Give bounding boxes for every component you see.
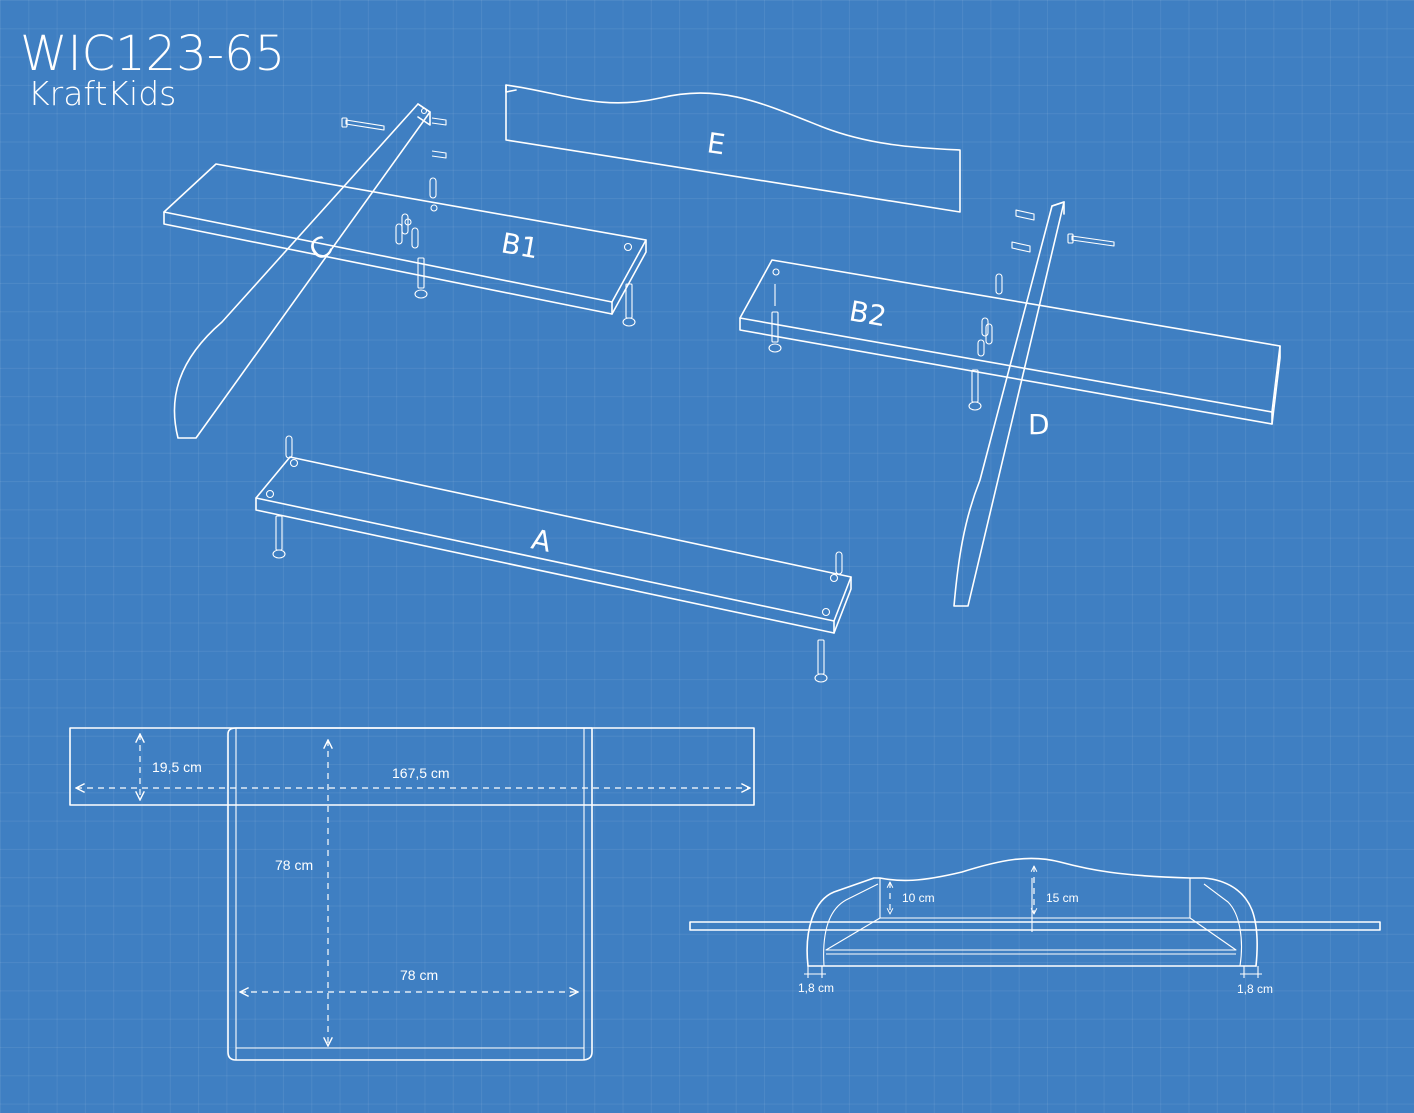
- side-view-drawing: [689, 857, 1381, 978]
- dim-rail-high: 15 cm: [1046, 891, 1079, 905]
- part-label-b1: B1: [499, 226, 541, 265]
- part-label-d: D: [1028, 408, 1050, 441]
- part-c-side-panel: [173, 103, 431, 439]
- part-e-top-rail: [505, 84, 961, 213]
- part-d-side-panel: [953, 201, 1065, 607]
- part-label-b2: B2: [847, 294, 889, 333]
- dim-height: 78 cm: [275, 857, 313, 873]
- part-label-a: A: [529, 523, 555, 559]
- hardware-group-right: [768, 209, 1115, 411]
- dim-rail-low: 10 cm: [902, 891, 935, 905]
- part-label-e: E: [705, 126, 727, 161]
- dim-thickness-right: 1,8 cm: [1237, 982, 1273, 996]
- front-view-drawing: [69, 727, 755, 1061]
- hardware-group-left: [341, 117, 636, 327]
- brand-name: KraftKids: [28, 74, 176, 113]
- part-b2-board: [739, 259, 1281, 425]
- dim-width: 78 cm: [400, 967, 438, 983]
- part-a-board: [255, 435, 852, 683]
- dim-length: 167,5 cm: [392, 765, 450, 781]
- dim-thickness-left: 1,8 cm: [798, 981, 834, 995]
- part-b1-board: [163, 163, 647, 315]
- dim-depth: 19,5 cm: [152, 759, 202, 775]
- model-number: WIC123-65: [20, 26, 285, 82]
